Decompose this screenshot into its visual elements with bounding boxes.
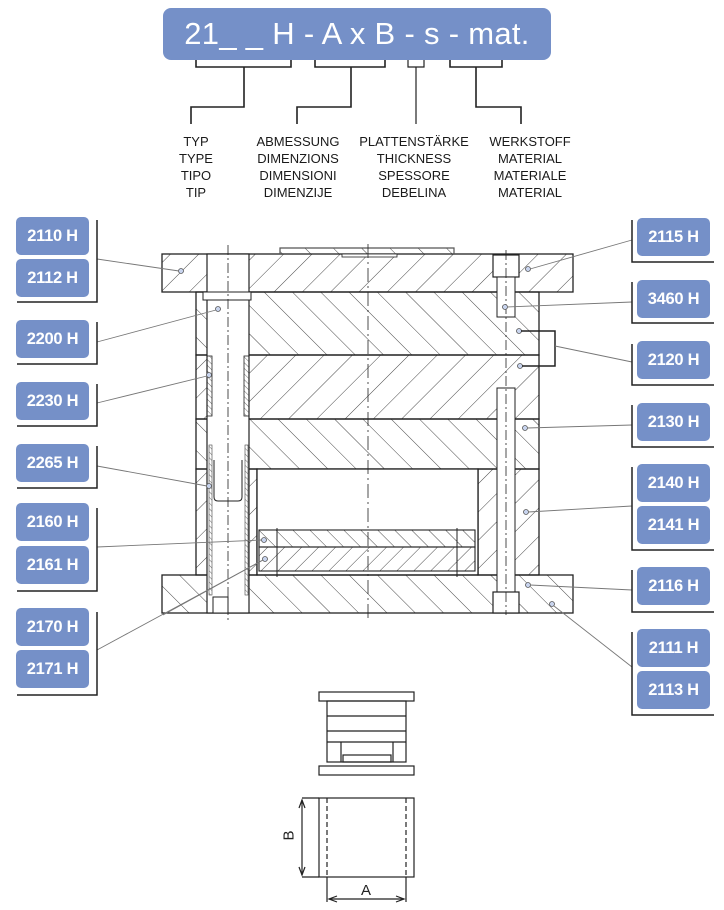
- legend-dimensions-it: DIMENSIONI: [259, 168, 337, 183]
- designation-code-banner: 21_ _ H - A x B - s - mat.: [163, 8, 551, 60]
- tag-2130h[interactable]: 2130 H: [637, 403, 710, 441]
- legend-dimensions-de: ABMESSUNG: [256, 134, 340, 149]
- tag-brackets-right: [631, 220, 714, 716]
- tag-2160h[interactable]: 2160 H: [16, 503, 89, 541]
- ejector-plate: [258, 546, 476, 572]
- legend-type-sl: TIP: [185, 185, 207, 200]
- bracket-thickness: [407, 60, 425, 124]
- legend-type-it: TIPO: [180, 168, 212, 183]
- tag-2230h[interactable]: 2230 H: [16, 382, 89, 420]
- tag-2140h[interactable]: 2140 H: [637, 464, 710, 502]
- tag-2111h[interactable]: 2111 H: [637, 629, 710, 667]
- legend-type-de: TYP: [183, 134, 209, 149]
- tag-2115h[interactable]: 2115 H: [637, 218, 710, 256]
- bracket-material: [449, 60, 522, 124]
- bracket-type: [190, 60, 292, 124]
- mold-plate-upper: [195, 291, 540, 356]
- legend-material-sl: MATERIAL: [497, 185, 563, 200]
- legend-material-de: WERKSTOFF: [489, 134, 571, 149]
- tag-2110h[interactable]: 2110 H: [16, 217, 89, 255]
- legend-dimensions-en: DIMENZIONS: [257, 151, 339, 166]
- bracket-dimensions: [296, 60, 386, 124]
- guide-pillar-assembly: [202, 245, 252, 620]
- legend-material-it: MATERIALE: [493, 168, 567, 183]
- side-view-thumbnail: [318, 691, 415, 776]
- legend-thickness-de: PLATTENSTÄRKE: [359, 134, 469, 149]
- tag-2161h[interactable]: 2161 H: [16, 546, 89, 584]
- tag-2141h[interactable]: 2141 H: [637, 506, 710, 544]
- tag-2265h[interactable]: 2265 H: [16, 444, 89, 482]
- legend-thickness-en: THICKNESS: [376, 151, 452, 166]
- legend-dimensions: ABMESSUNG DIMENZIONS DIMENSIONI DIMENZIJ…: [252, 133, 344, 201]
- tag-brackets-left: [17, 220, 98, 696]
- tag-2112h[interactable]: 2112 H: [16, 259, 89, 297]
- support-plate: [195, 418, 540, 470]
- tag-2116h[interactable]: 2116 H: [637, 567, 710, 605]
- dimension-label-a: A: [361, 882, 372, 899]
- mold-plate-lower: [195, 354, 540, 420]
- tag-3460h[interactable]: 3460 H: [637, 280, 710, 318]
- legend-material-en: MATERIAL: [497, 151, 563, 166]
- legend-material: WERKSTOFF MATERIAL MATERIALE MATERIAL: [484, 133, 576, 201]
- legend-type: TYP TYPE TIPO TIP: [172, 133, 220, 201]
- legend-dimensions-sl: DIMENZIJE: [263, 185, 333, 200]
- plan-view-thumbnail: [298, 797, 415, 903]
- designation-brackets: [190, 60, 522, 124]
- tag-2200h[interactable]: 2200 H: [16, 320, 89, 358]
- legend-type-en: TYPE: [179, 151, 213, 166]
- legend-thickness-sl: DEBELINA: [381, 185, 447, 200]
- tag-2171h[interactable]: 2171 H: [16, 650, 89, 688]
- legend-thickness: PLATTENSTÄRKE THICKNESS SPESSORE DEBELIN…: [356, 133, 472, 201]
- tag-2120h[interactable]: 2120 H: [637, 341, 710, 379]
- leader-lines: [96, 239, 633, 668]
- dimension-label-b: B: [280, 830, 298, 841]
- ejector-retainer-plate: [258, 529, 476, 548]
- tag-2113h[interactable]: 2113 H: [637, 671, 710, 709]
- tag-2170h[interactable]: 2170 H: [16, 608, 89, 646]
- legend-thickness-it: SPESSORE: [378, 168, 450, 183]
